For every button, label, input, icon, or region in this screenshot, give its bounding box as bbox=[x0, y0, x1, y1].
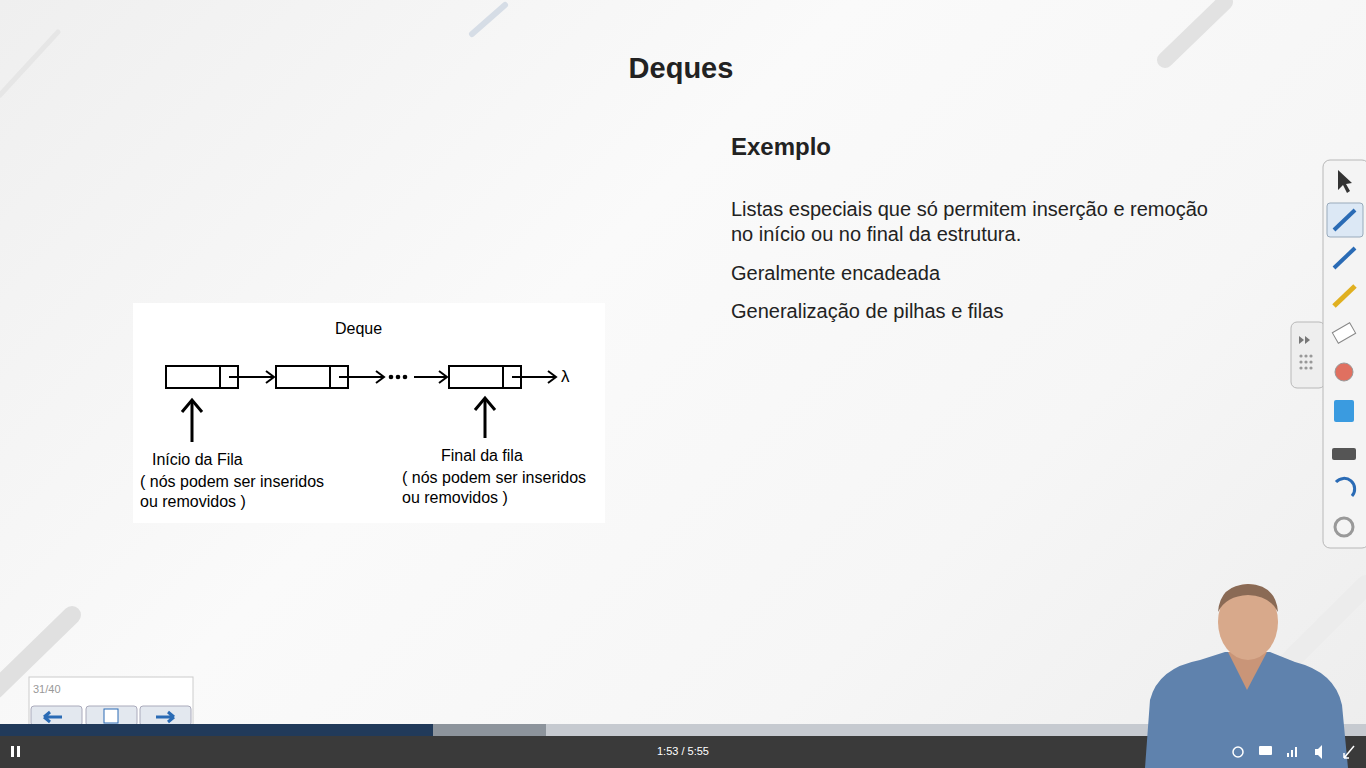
pointer-divider bbox=[219, 366, 221, 388]
deco-stroke bbox=[472, 5, 505, 34]
arrow-head bbox=[475, 398, 495, 410]
captions-icon bbox=[1259, 746, 1272, 755]
pause-icon bbox=[17, 746, 20, 757]
dot bbox=[403, 375, 408, 380]
arrow-head bbox=[266, 371, 274, 383]
linked-list bbox=[166, 366, 556, 388]
player-icons bbox=[1233, 745, 1354, 759]
arrow-head bbox=[182, 400, 202, 412]
figure-panel bbox=[133, 303, 605, 523]
pointer-note: ( nós podem ser inseridos ou removidos ) bbox=[402, 468, 607, 508]
quality-icon bbox=[1295, 747, 1297, 757]
pen-icon bbox=[1334, 248, 1355, 268]
buffered-bar bbox=[0, 724, 546, 736]
pen-toolbar bbox=[1291, 160, 1366, 548]
pointer-note: ( nós podem ser inseridos ou removidos ) bbox=[140, 472, 345, 512]
deco-stroke bbox=[0, 32, 58, 95]
ellipsis-dots bbox=[389, 375, 408, 380]
slide-counter: 31/40 bbox=[33, 683, 61, 697]
pointer-arrows bbox=[182, 398, 495, 442]
video-time: 1:53 / 5:55 bbox=[613, 745, 753, 759]
pointer-label: Final da fila bbox=[441, 446, 523, 466]
pen-icon bbox=[1334, 210, 1355, 230]
bullet-text: Listas especiais que só permitem inserçã… bbox=[731, 197, 1211, 247]
decorative-strokes bbox=[0, 2, 1366, 720]
eraser-icon bbox=[1332, 323, 1355, 343]
prev-arrow bbox=[44, 712, 62, 722]
slide-navigator bbox=[29, 677, 193, 727]
pointer-icon bbox=[1338, 170, 1352, 193]
pointer-arrow bbox=[229, 376, 273, 378]
presenter-head bbox=[1218, 584, 1278, 660]
toolbar-tab bbox=[1291, 322, 1325, 388]
color-icon bbox=[1335, 363, 1353, 381]
pointer-divider bbox=[329, 366, 331, 388]
selected-tool bbox=[1327, 203, 1363, 237]
prev-button bbox=[31, 706, 82, 726]
presenter bbox=[1145, 584, 1348, 768]
grip-dots bbox=[1299, 354, 1312, 369]
bullet-text: Geralmente encadeada bbox=[731, 261, 940, 286]
highlighter-icon bbox=[1334, 286, 1355, 306]
next-arrow bbox=[156, 712, 174, 722]
keyboard-icon bbox=[1332, 448, 1356, 460]
deco-stroke bbox=[1165, 2, 1225, 60]
next-button bbox=[140, 706, 191, 726]
played-bar bbox=[0, 724, 433, 736]
timer-icon bbox=[1233, 747, 1243, 757]
settings-icon bbox=[1335, 518, 1353, 536]
arrow-head bbox=[376, 371, 384, 383]
slide-title: Deques bbox=[561, 50, 801, 86]
pointer-arrow bbox=[339, 376, 383, 378]
list-node-box bbox=[449, 366, 521, 388]
null-symbol: λ bbox=[561, 366, 570, 387]
up-arrow bbox=[484, 399, 487, 438]
quality-icon bbox=[1291, 750, 1293, 757]
up-arrow bbox=[191, 401, 194, 442]
presenter-hair bbox=[1218, 584, 1278, 612]
bullet-text: Generalização de pilhas e filas bbox=[731, 299, 1003, 324]
toolbar-panel bbox=[1323, 160, 1366, 548]
figure-title: Deque bbox=[335, 319, 382, 339]
list-node-box bbox=[166, 366, 238, 388]
pause-icon bbox=[11, 746, 14, 757]
list-icon bbox=[104, 709, 118, 723]
section-heading: Exemplo bbox=[731, 132, 831, 162]
volume-icon bbox=[1315, 745, 1322, 759]
list-node-box bbox=[276, 366, 348, 388]
pointer-divider bbox=[502, 366, 504, 388]
note-icon bbox=[1334, 400, 1354, 422]
pointer-arrow bbox=[414, 376, 446, 378]
dot bbox=[396, 375, 401, 380]
quality-icon bbox=[1287, 753, 1289, 757]
fullscreen-icon bbox=[1344, 746, 1354, 758]
undo-icon bbox=[1336, 478, 1355, 496]
list-button bbox=[86, 706, 137, 726]
pointer-arrow bbox=[512, 376, 555, 378]
navigator-panel bbox=[29, 677, 193, 727]
arrow-head bbox=[548, 371, 556, 383]
presenter-shirt bbox=[1145, 652, 1348, 768]
collapse-icon bbox=[1299, 336, 1310, 344]
dot bbox=[389, 375, 394, 380]
pointer-label: Início da Fila bbox=[152, 450, 243, 470]
arrow-head bbox=[439, 371, 447, 383]
